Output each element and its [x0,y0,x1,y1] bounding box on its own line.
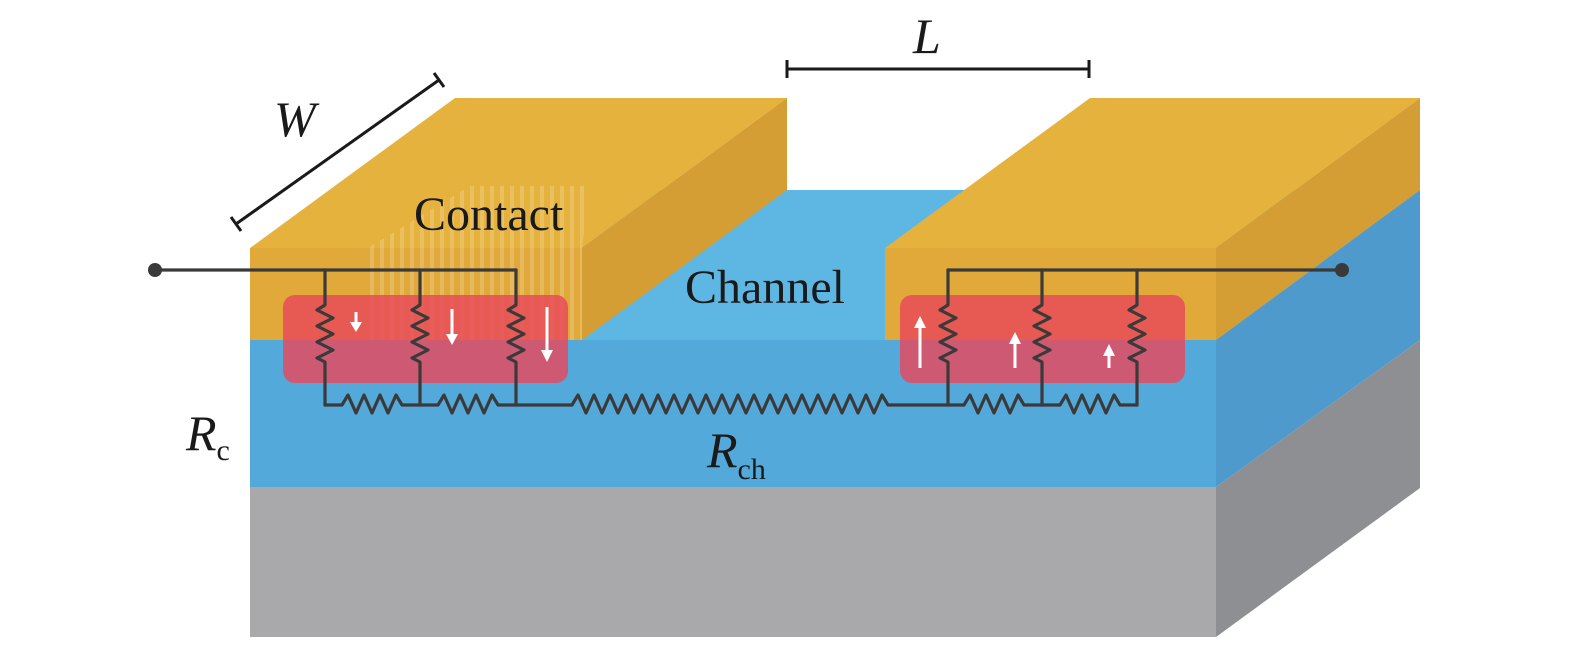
left-terminal-node [148,263,162,277]
right-arrow-up-icon [1103,344,1115,368]
length-dimension [785,60,1091,78]
channel-side-face [1216,190,1420,487]
left-injection-region [283,295,568,383]
equivalent-circuit [148,263,1349,415]
contact-resistance-symbol: R [185,405,217,461]
channel-resistance-symbol: R [706,422,738,478]
contact-label: Contact [414,188,564,241]
left-contact-resistor-1 [315,268,335,407]
width-dimension [229,72,446,232]
left-arrow-down-icon [446,309,458,345]
right-contact-top [885,98,1420,248]
left-arrow-down-icon [541,307,553,362]
contact-resistance-subscript: c [217,434,230,467]
right-arrow-up-icon [1009,332,1021,368]
channel-label: Channel [685,261,845,314]
width-label: W [274,91,320,147]
right-contact-resistor-1 [938,268,958,407]
left-contact-resistor-3 [506,268,526,407]
channel-resistor-chain [323,393,1139,415]
left-contact-resistor-2 [410,268,430,407]
channel-resistance-subscript: ch [738,453,766,486]
left-contact-top [250,98,787,248]
right-contact-resistor-3 [1127,268,1147,407]
right-arrow-up-icon [914,316,926,368]
length-label: L [912,8,941,64]
current-arrows [350,307,1115,368]
contact-resistance-label: Rc [185,405,230,467]
right-contact-resistor-2 [1032,268,1052,407]
substrate [250,340,1420,637]
channel-resistance-label: Rch [706,422,766,486]
right-terminal-node [1335,263,1349,277]
right-contact-side [1216,98,1420,340]
substrate-front [250,487,1216,637]
substrate-side [1216,340,1420,637]
left-contact-side [582,98,787,340]
left-arrow-down-icon [350,312,362,332]
